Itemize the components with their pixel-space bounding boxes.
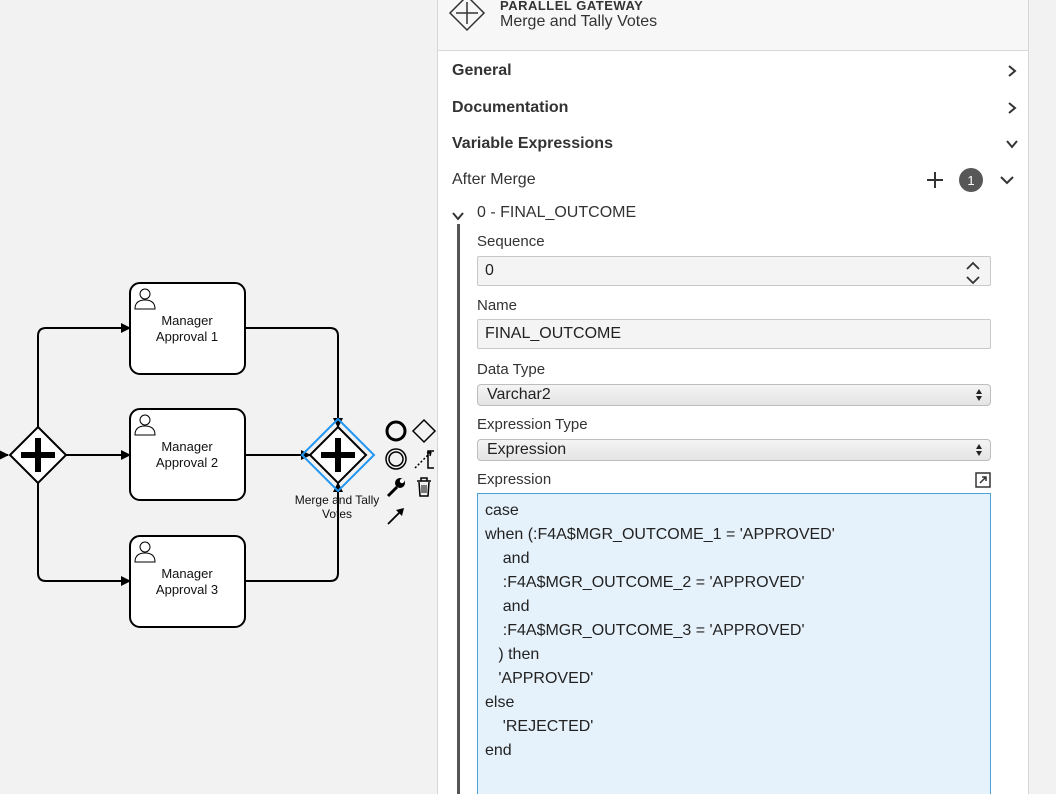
name-label: Name (477, 297, 518, 314)
chevron-down-icon[interactable] (1000, 173, 1014, 191)
chevron-right-icon (1006, 101, 1018, 119)
element-type: PARALLEL GATEWAY (500, 0, 644, 13)
intermediate-event-icon[interactable] (383, 446, 409, 472)
expand-icon[interactable] (975, 472, 991, 493)
name-input[interactable]: FINAL_OUTCOME (477, 319, 991, 349)
select-arrows-icon (974, 442, 984, 463)
chevron-down-icon (1006, 137, 1018, 155)
expression-label: Expression (477, 471, 552, 488)
chevron-right-icon (1006, 64, 1018, 82)
gateway-icon[interactable] (411, 418, 437, 444)
group-label: Documentation (452, 99, 569, 116)
parallel-merge-gateway[interactable] (300, 417, 376, 493)
arrow-icon[interactable] (383, 502, 409, 528)
expression-entry-header[interactable]: 0 - FINAL_OUTCOME (452, 202, 1012, 226)
parallel-split-gateway[interactable] (8, 425, 68, 485)
panel-header: PARALLEL GATEWAY Merge and Tally Votes (438, 0, 1028, 51)
group-variable-expressions[interactable]: Variable Expressions (438, 125, 1028, 161)
data-type-label: Data Type (477, 361, 546, 378)
expression-editor[interactable]: case when (:F4A$MGR_OUTCOME_1 = 'APPROVE… (477, 493, 991, 794)
annotation-icon[interactable] (425, 446, 437, 472)
task-manager-approval-1[interactable] (129, 282, 246, 375)
end-event-icon[interactable] (383, 418, 409, 444)
trash-icon[interactable] (411, 474, 437, 500)
count-badge: 1 (959, 168, 983, 192)
add-icon[interactable] (924, 169, 946, 196)
task-manager-approval-2[interactable] (129, 408, 246, 501)
group-label: General (452, 62, 512, 79)
parallel-gateway-icon (448, 0, 488, 39)
group-documentation[interactable]: Documentation (438, 89, 1028, 125)
expression-type-label: Expression Type (477, 416, 588, 433)
entry-title: 0 - FINAL_OUTCOME (477, 204, 637, 221)
wrench-icon[interactable] (383, 474, 409, 500)
after-merge-label: After Merge (452, 171, 536, 188)
properties-panel: PARALLEL GATEWAY Merge and Tally Votes G… (437, 0, 1029, 794)
after-merge-header[interactable]: After Merge 1 (438, 165, 1028, 195)
expression-type-select[interactable]: Expression (477, 439, 991, 461)
group-label: Variable Expressions (452, 135, 613, 152)
chevron-down-icon[interactable] (452, 208, 464, 226)
element-name: Merge and Tally Votes (500, 13, 658, 30)
spinner-icon[interactable] (964, 259, 982, 295)
task-manager-approval-3[interactable] (129, 535, 246, 628)
user-icon (134, 541, 156, 563)
sequence-input[interactable]: 0 (477, 256, 991, 286)
user-icon (134, 288, 156, 310)
group-general[interactable]: General (438, 52, 1028, 88)
user-icon (134, 414, 156, 436)
sequence-label: Sequence (477, 233, 545, 250)
bpmn-diagram (0, 282, 376, 628)
entry-rail (457, 224, 460, 794)
sequence-flows[interactable] (0, 323, 343, 586)
data-type-select[interactable]: Varchar2 (477, 384, 991, 406)
select-arrows-icon (974, 387, 984, 408)
